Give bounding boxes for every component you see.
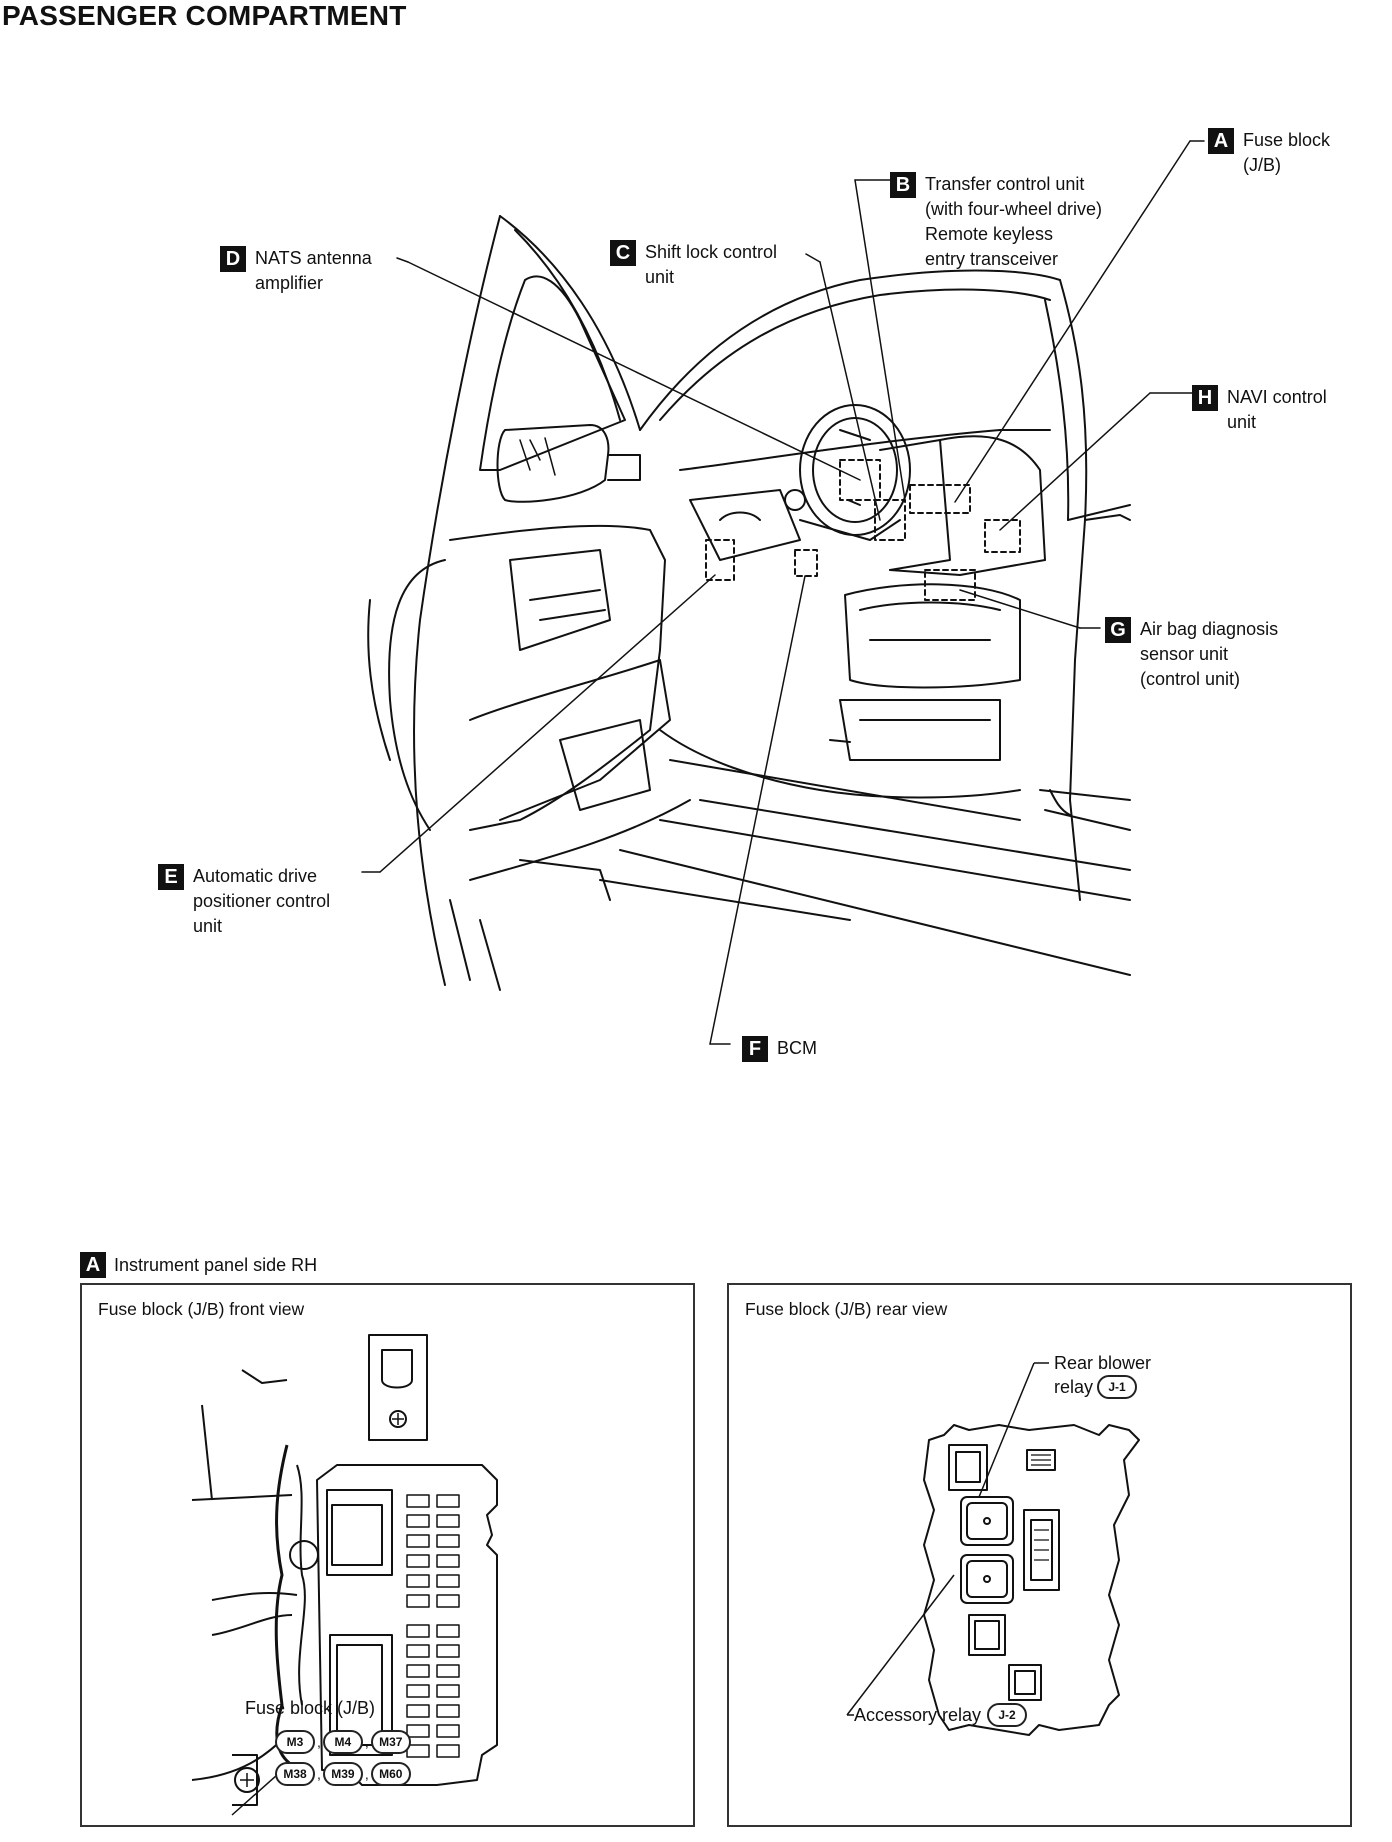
callout-letter-b: B	[890, 172, 916, 198]
rear-blower-relay-code: J-1	[1097, 1375, 1138, 1399]
rear-view-panel: Fuse block (J/B) rear view Rear blower r…	[727, 1283, 1352, 1827]
rear-blower-label: Rear blower relay J-1	[1054, 1351, 1151, 1399]
callout-text-d: NATS antenna amplifier	[255, 248, 372, 293]
vehicle-interior-drawing	[361, 140, 1205, 1045]
callout-shift-lock: C Shift lock control unit	[610, 240, 777, 290]
connector-m39: M39	[322, 1762, 363, 1786]
fuse-block-rear-drawing	[846, 1362, 1140, 1736]
callout-transfer-control: B Transfer control unit (with four-wheel…	[890, 172, 1102, 272]
page-title: PASSENGER COMPARTMENT	[2, 0, 407, 31]
callout-text-e: Automatic drive positioner control unit	[193, 866, 331, 936]
front-fuse-block-callout: Fuse block (J/B)	[245, 1698, 376, 1718]
rear-view-title: Fuse block (J/B) rear view	[745, 1299, 948, 1319]
accessory-relay-code: J-2	[987, 1703, 1028, 1727]
rear-blower-text-2: relay	[1054, 1377, 1094, 1397]
connector-m3: M3	[275, 1730, 315, 1754]
detail-letter-a: A	[80, 1252, 106, 1278]
front-view-title: Fuse block (J/B) front view	[98, 1299, 305, 1319]
accessory-relay-label: Accessory relay J-2	[854, 1703, 1028, 1727]
callout-letter-d: D	[220, 246, 246, 272]
callout-text-g: Air bag diagnosis sensor unit (control u…	[1140, 619, 1279, 689]
callout-text-c: Shift lock control unit	[645, 242, 778, 287]
callout-auto-drive-positioner: E Automatic drive positioner control uni…	[158, 864, 330, 939]
callout-letter-g: G	[1105, 617, 1131, 643]
connector-row-2: M38, M39, M60	[275, 1762, 411, 1786]
connector-m37: M37	[370, 1730, 411, 1754]
callout-letter-h: H	[1192, 385, 1218, 411]
callout-airbag-diagnosis: G Air bag diagnosis sensor unit (control…	[1105, 617, 1278, 692]
callout-text-a: Fuse block (J/B)	[1243, 130, 1331, 175]
callout-fuse-block: A Fuse block (J/B)	[1208, 128, 1330, 178]
front-view-panel: Fuse block (J/B) front view	[80, 1283, 695, 1827]
callout-navi-control: H NAVI control unit	[1192, 385, 1327, 435]
connector-m4: M4	[322, 1730, 363, 1754]
connector-row-1: M3, M4, M37	[275, 1730, 411, 1754]
callout-bcm: F BCM	[742, 1036, 817, 1062]
accessory-relay-text: Accessory relay	[854, 1705, 982, 1725]
callout-letter-f: F	[742, 1036, 768, 1062]
callout-text-b: Transfer control unit (with four-wheel d…	[925, 174, 1103, 269]
detail-section-label: A Instrument panel side RH	[80, 1252, 317, 1278]
connector-m60: M60	[370, 1762, 411, 1786]
callout-text-f: BCM	[777, 1038, 817, 1058]
callout-nats-antenna: D NATS antenna amplifier	[220, 246, 372, 296]
detail-label-text: Instrument panel side RH	[114, 1254, 318, 1275]
connector-m38: M38	[275, 1762, 315, 1786]
callout-letter-c: C	[610, 240, 636, 266]
rear-blower-text-1: Rear blower	[1054, 1353, 1152, 1373]
callout-text-h: NAVI control unit	[1227, 387, 1327, 432]
callout-letter-a: A	[1208, 128, 1234, 154]
callout-letter-e: E	[158, 864, 184, 890]
